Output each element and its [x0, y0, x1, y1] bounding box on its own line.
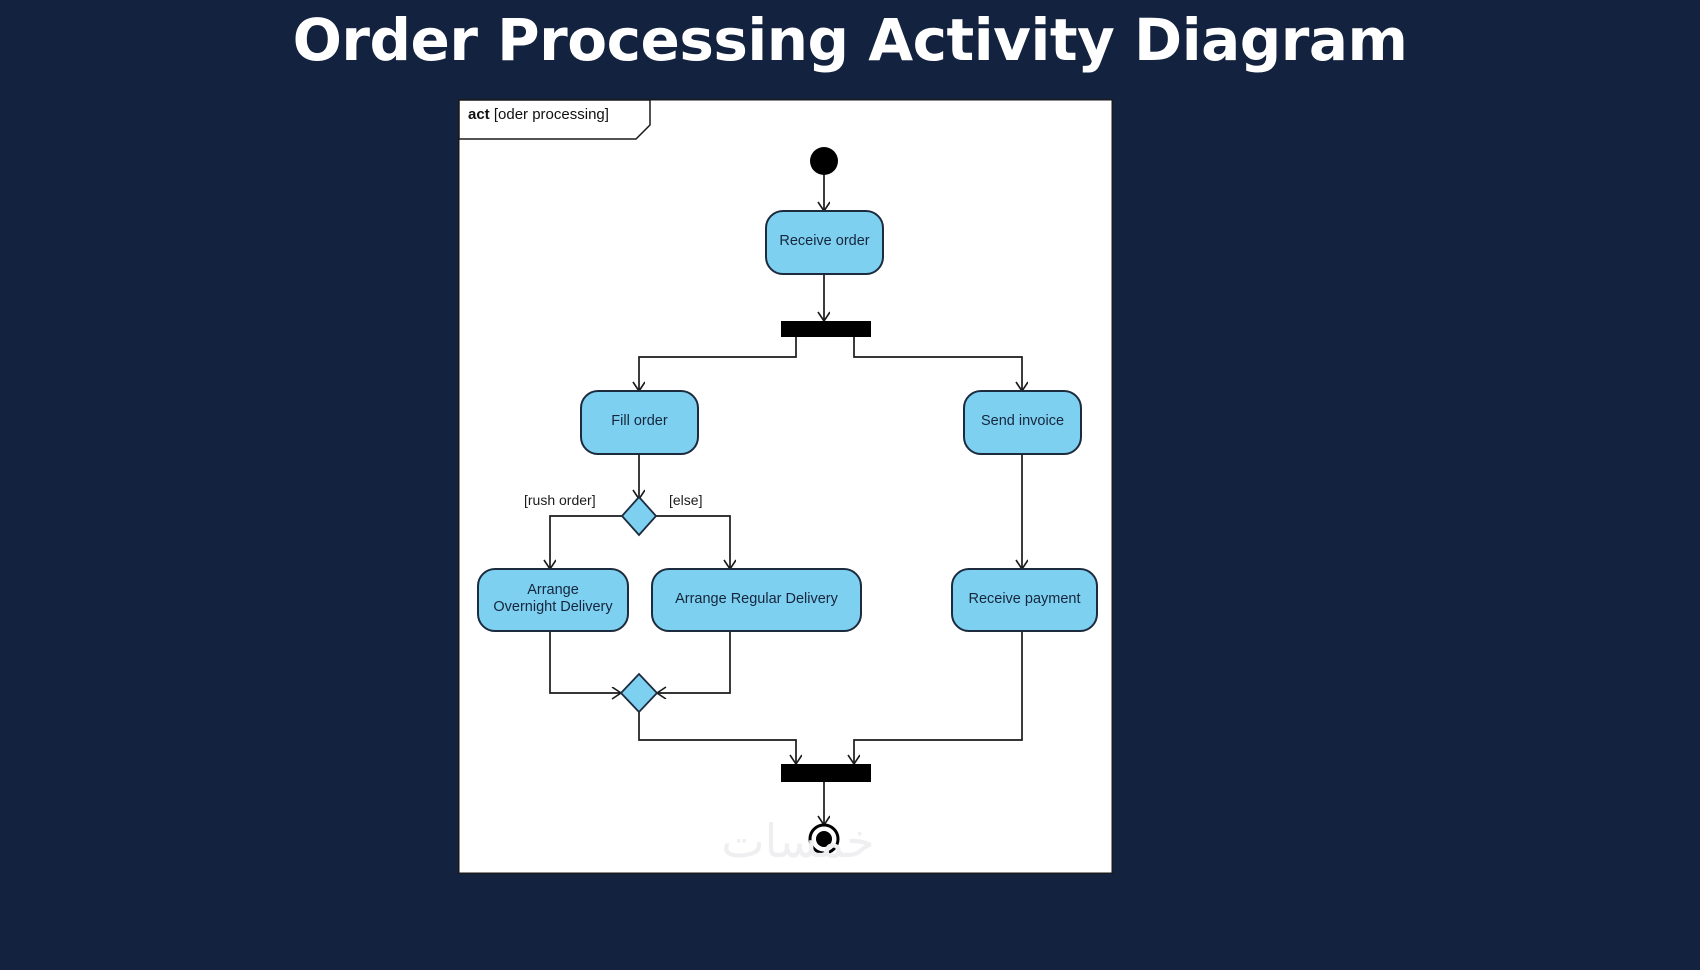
final-node[interactable]	[808, 823, 840, 855]
guard-label-else: [else]	[669, 492, 703, 508]
guard-label-rush-order: [rush order]	[524, 492, 596, 508]
diagram-canvas: act [oder processing] Receive order Fill…	[458, 99, 1113, 874]
edge-fork-to-send-invoice	[853, 337, 1022, 391]
join-bar[interactable]	[781, 764, 871, 782]
action-node-fill-order[interactable]	[580, 390, 699, 455]
edge-receive-payment-to-join	[854, 631, 1023, 764]
action-node-arrange-overnight-delivery[interactable]	[477, 568, 629, 632]
edge-fork-to-fill-order	[639, 337, 797, 391]
edge-decision-to-overnight	[550, 515, 622, 569]
edge-layer	[550, 173, 1022, 825]
edge-regular-to-merge	[657, 631, 731, 693]
frame-keyword: act	[468, 106, 490, 123]
decision-node[interactable]	[620, 495, 658, 537]
merge-node[interactable]	[619, 672, 659, 714]
fork-bar[interactable]	[781, 321, 871, 337]
action-node-receive-payment[interactable]	[951, 568, 1098, 632]
edge-overnight-to-merge	[549, 631, 621, 693]
edge-merge-to-join	[638, 710, 796, 764]
action-node-receive-order[interactable]	[765, 210, 884, 275]
action-node-arrange-regular-delivery[interactable]	[651, 568, 862, 632]
action-node-send-invoice[interactable]	[963, 390, 1082, 455]
frame-name: [oder processing]	[493, 106, 609, 123]
frame-label: act [oder processing]	[468, 106, 609, 123]
edge-decision-to-regular	[656, 515, 730, 569]
activity-diagram-svg	[458, 99, 1113, 874]
page-title: Order Processing Activity Diagram	[292, 6, 1408, 74]
initial-node[interactable]	[810, 147, 838, 175]
